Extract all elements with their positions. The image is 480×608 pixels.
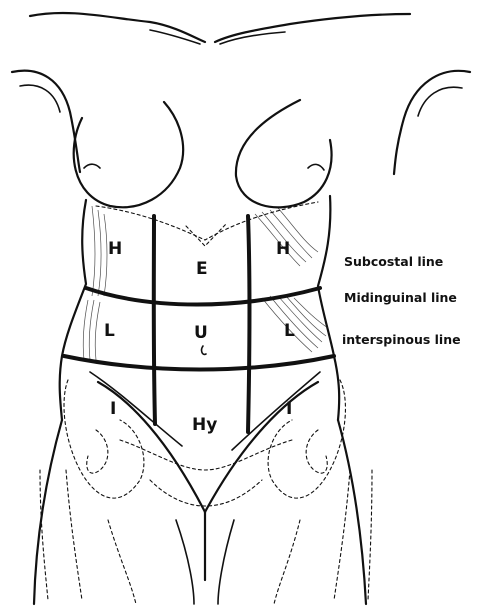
breast-left — [74, 102, 183, 207]
region-epigastric: E — [196, 259, 208, 279]
breast-left-nipple — [84, 164, 100, 168]
midinguinal-line-left — [154, 216, 155, 424]
torso-right-contour — [318, 196, 339, 420]
region-iliac-right: I — [286, 399, 292, 419]
leg-right-inner — [218, 520, 234, 604]
region-lumbar-left: L — [104, 321, 115, 341]
label-interspinous-line: interspinous line — [342, 332, 461, 347]
arm-right-inner — [418, 87, 462, 116]
region-iliac-left: I — [110, 399, 116, 419]
leg-right-outer — [338, 420, 366, 604]
arm-left-inner — [20, 85, 60, 112]
collarbone-right — [220, 32, 285, 44]
leg-left-outer — [34, 420, 62, 604]
inguinal-ligament-right — [232, 372, 320, 450]
arm-right-outer — [394, 71, 470, 174]
leg-left-inner — [176, 520, 194, 604]
label-subcostal-line: Subcostal line — [344, 254, 443, 269]
groin-fold-right — [205, 382, 318, 512]
torso-left-contour — [60, 200, 86, 420]
region-umbilical: U — [194, 323, 208, 343]
breast-right-nipple — [308, 164, 324, 170]
region-lumbar-right: L — [284, 321, 295, 341]
subcostal-plane — [86, 288, 320, 305]
interspinous-plane — [64, 356, 334, 370]
label-midinguinal-line: Midinguinal line — [344, 290, 457, 305]
midinguinal-line-right — [248, 216, 250, 432]
region-hypochondriac-left: H — [108, 239, 122, 259]
region-hypochondriac-right: H — [276, 239, 290, 259]
xiphoid-outline — [186, 224, 226, 246]
region-hypogastric: Hy — [192, 415, 217, 435]
breast-right — [236, 100, 332, 207]
navel — [202, 346, 206, 354]
